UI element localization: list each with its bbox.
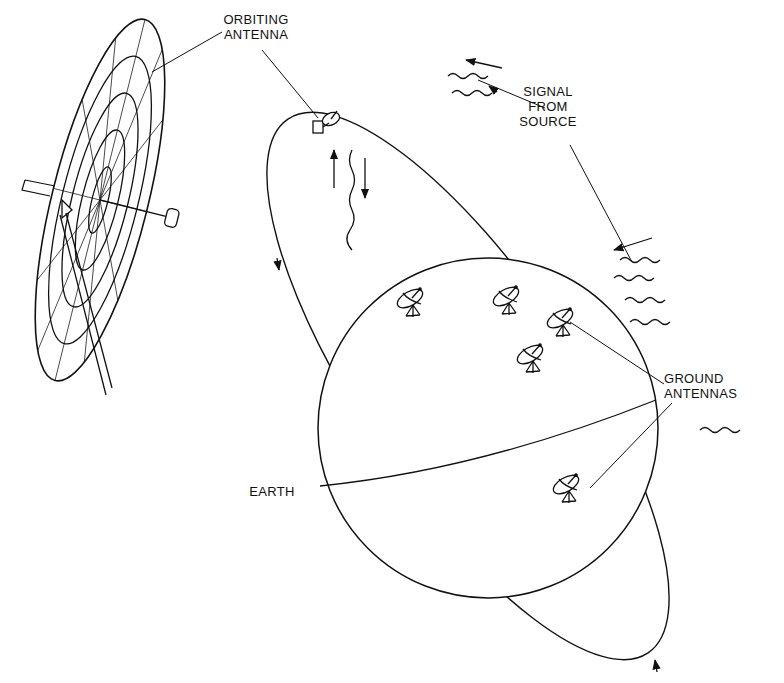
ground-label: GROUND ANTENNAS bbox=[664, 371, 760, 401]
downlink bbox=[334, 150, 365, 250]
orbit bbox=[198, 59, 737, 683]
antenna-label: ORBITING ANTENNA bbox=[213, 12, 299, 42]
satellite bbox=[313, 110, 342, 133]
ground-antennas bbox=[394, 283, 581, 503]
earth-label: EARTH bbox=[249, 484, 294, 499]
orbiting-dish bbox=[8, 8, 222, 400]
signal-label: SIGNAL FROM SOURCE bbox=[511, 84, 585, 129]
leader-lines bbox=[152, 32, 672, 488]
earth bbox=[318, 258, 658, 598]
